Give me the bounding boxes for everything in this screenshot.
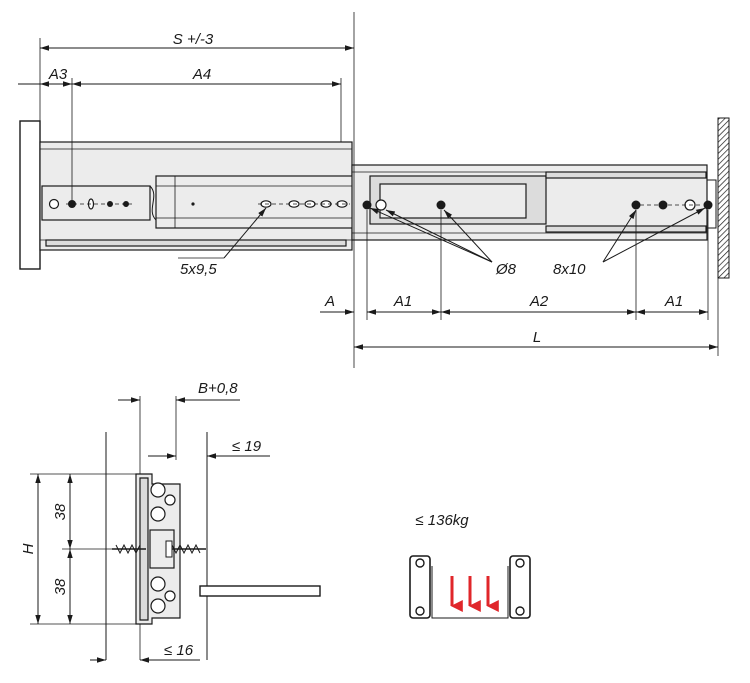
right-wall [717, 117, 730, 279]
screw [112, 543, 146, 555]
hole [703, 200, 713, 210]
screw [165, 540, 206, 558]
a-dimension-label: A [324, 293, 335, 310]
a1-right-dimension-label: A1 [664, 293, 683, 310]
top-view: S +/-3 A3 A4 A A1 A2 A1 L 5x9,5 Ø8 8x10 [18, 12, 730, 368]
load-capacity-icon: ≤ 136kg [409, 512, 531, 619]
middle-rail [155, 175, 387, 229]
load-arrows [450, 576, 499, 612]
hole [375, 199, 387, 211]
length-dimension-label: L [533, 329, 541, 346]
hole-diameter-callout: Ø8 [495, 261, 517, 278]
upper-38-dimension-label: 38 [52, 503, 69, 520]
section-view: B+0,8 ≤ 19 ≤ 16 H 38 38 [20, 380, 321, 663]
intermediate-rail [41, 185, 151, 221]
width-dimension-label: B+0,8 [198, 380, 238, 397]
a1-left-dimension-label: A1 [393, 293, 412, 310]
a2-dimension-label: A2 [529, 293, 549, 310]
a4-dimension-label: A4 [192, 66, 211, 83]
hole [68, 200, 76, 208]
left-wall [19, 120, 41, 270]
long-hole-callout: 8x10 [553, 261, 586, 278]
stroke-dimension-label: S +/-3 [173, 31, 214, 48]
slot-callout-label: 5x9,5 [180, 261, 217, 278]
height-dimension-label: H [20, 543, 37, 554]
hole [436, 200, 446, 210]
hole [631, 200, 641, 210]
hole [48, 198, 60, 210]
a3-dimension-label: A3 [48, 66, 68, 83]
hole [362, 200, 372, 210]
load-capacity-label: ≤ 136kg [415, 512, 469, 529]
drawer-bottom [199, 585, 321, 597]
gap-top-dimension-label: ≤ 19 [232, 438, 262, 455]
lower-38-dimension-label: 38 [52, 578, 69, 595]
gap-bottom-dimension-label: ≤ 16 [164, 642, 194, 659]
